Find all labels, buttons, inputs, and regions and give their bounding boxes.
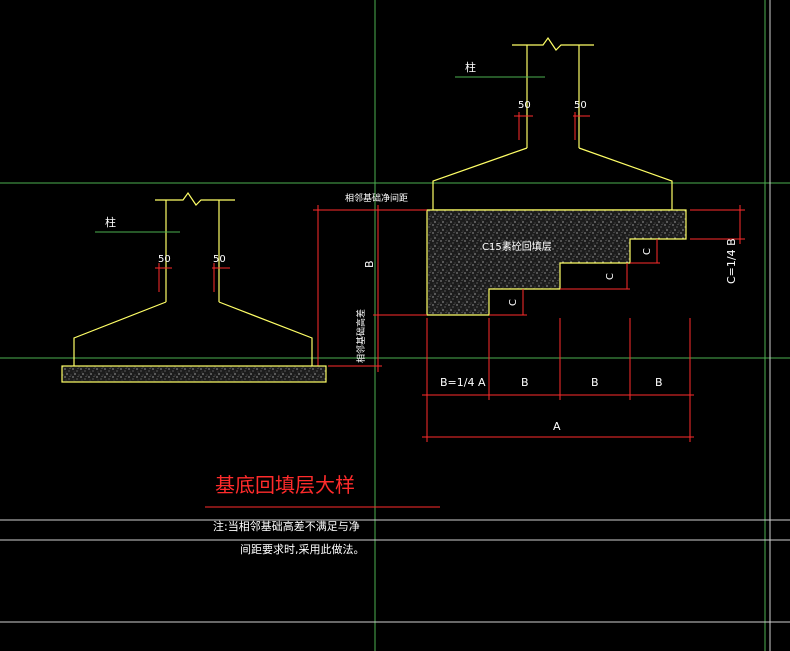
adjacent-spacing-label: 相邻基础净间距	[345, 192, 408, 204]
left-footing	[73, 191, 313, 366]
dim-50-top-left: 50	[518, 100, 531, 111]
detail-title: 基底回填层大样	[215, 473, 355, 497]
step-c-2: C	[605, 273, 616, 280]
dim-b-1: B	[521, 376, 529, 389]
dim-b-2: B	[591, 376, 599, 389]
c-quarter-b-dim	[690, 205, 745, 244]
right-50-dims	[514, 112, 590, 140]
c15-fill-layer	[426, 209, 687, 316]
c-formula-label: C=1/4 B	[725, 238, 738, 284]
left-50-dims	[155, 263, 230, 292]
height-diff-label: 相邻基础高差	[355, 309, 367, 363]
dim-b-3: B	[655, 376, 663, 389]
step-c-1: C	[642, 248, 653, 255]
step-c-3: C	[508, 299, 519, 306]
dim-50-left-b: 50	[213, 254, 226, 265]
dim-50-left-a: 50	[158, 254, 171, 265]
right-column-label: 柱	[465, 60, 476, 74]
step-c-dims	[489, 239, 660, 316]
dim-a: A	[553, 420, 561, 433]
dim-50-top-right: 50	[574, 100, 587, 111]
adjacent-dims	[313, 205, 427, 372]
dim-b-quarter-a: B=1/4 A	[440, 376, 486, 389]
left-column-label: 柱	[105, 215, 116, 229]
left-base-slab	[61, 365, 327, 383]
bottom-dims	[422, 318, 694, 442]
note-line-1: 注:当相邻基础高差不满足与净	[213, 519, 360, 533]
note-line-2: 间距要求时,采用此做法。	[240, 542, 365, 556]
fill-layer-label: C15素砼回填层	[482, 240, 552, 253]
vertical-b-label: B	[363, 260, 376, 268]
